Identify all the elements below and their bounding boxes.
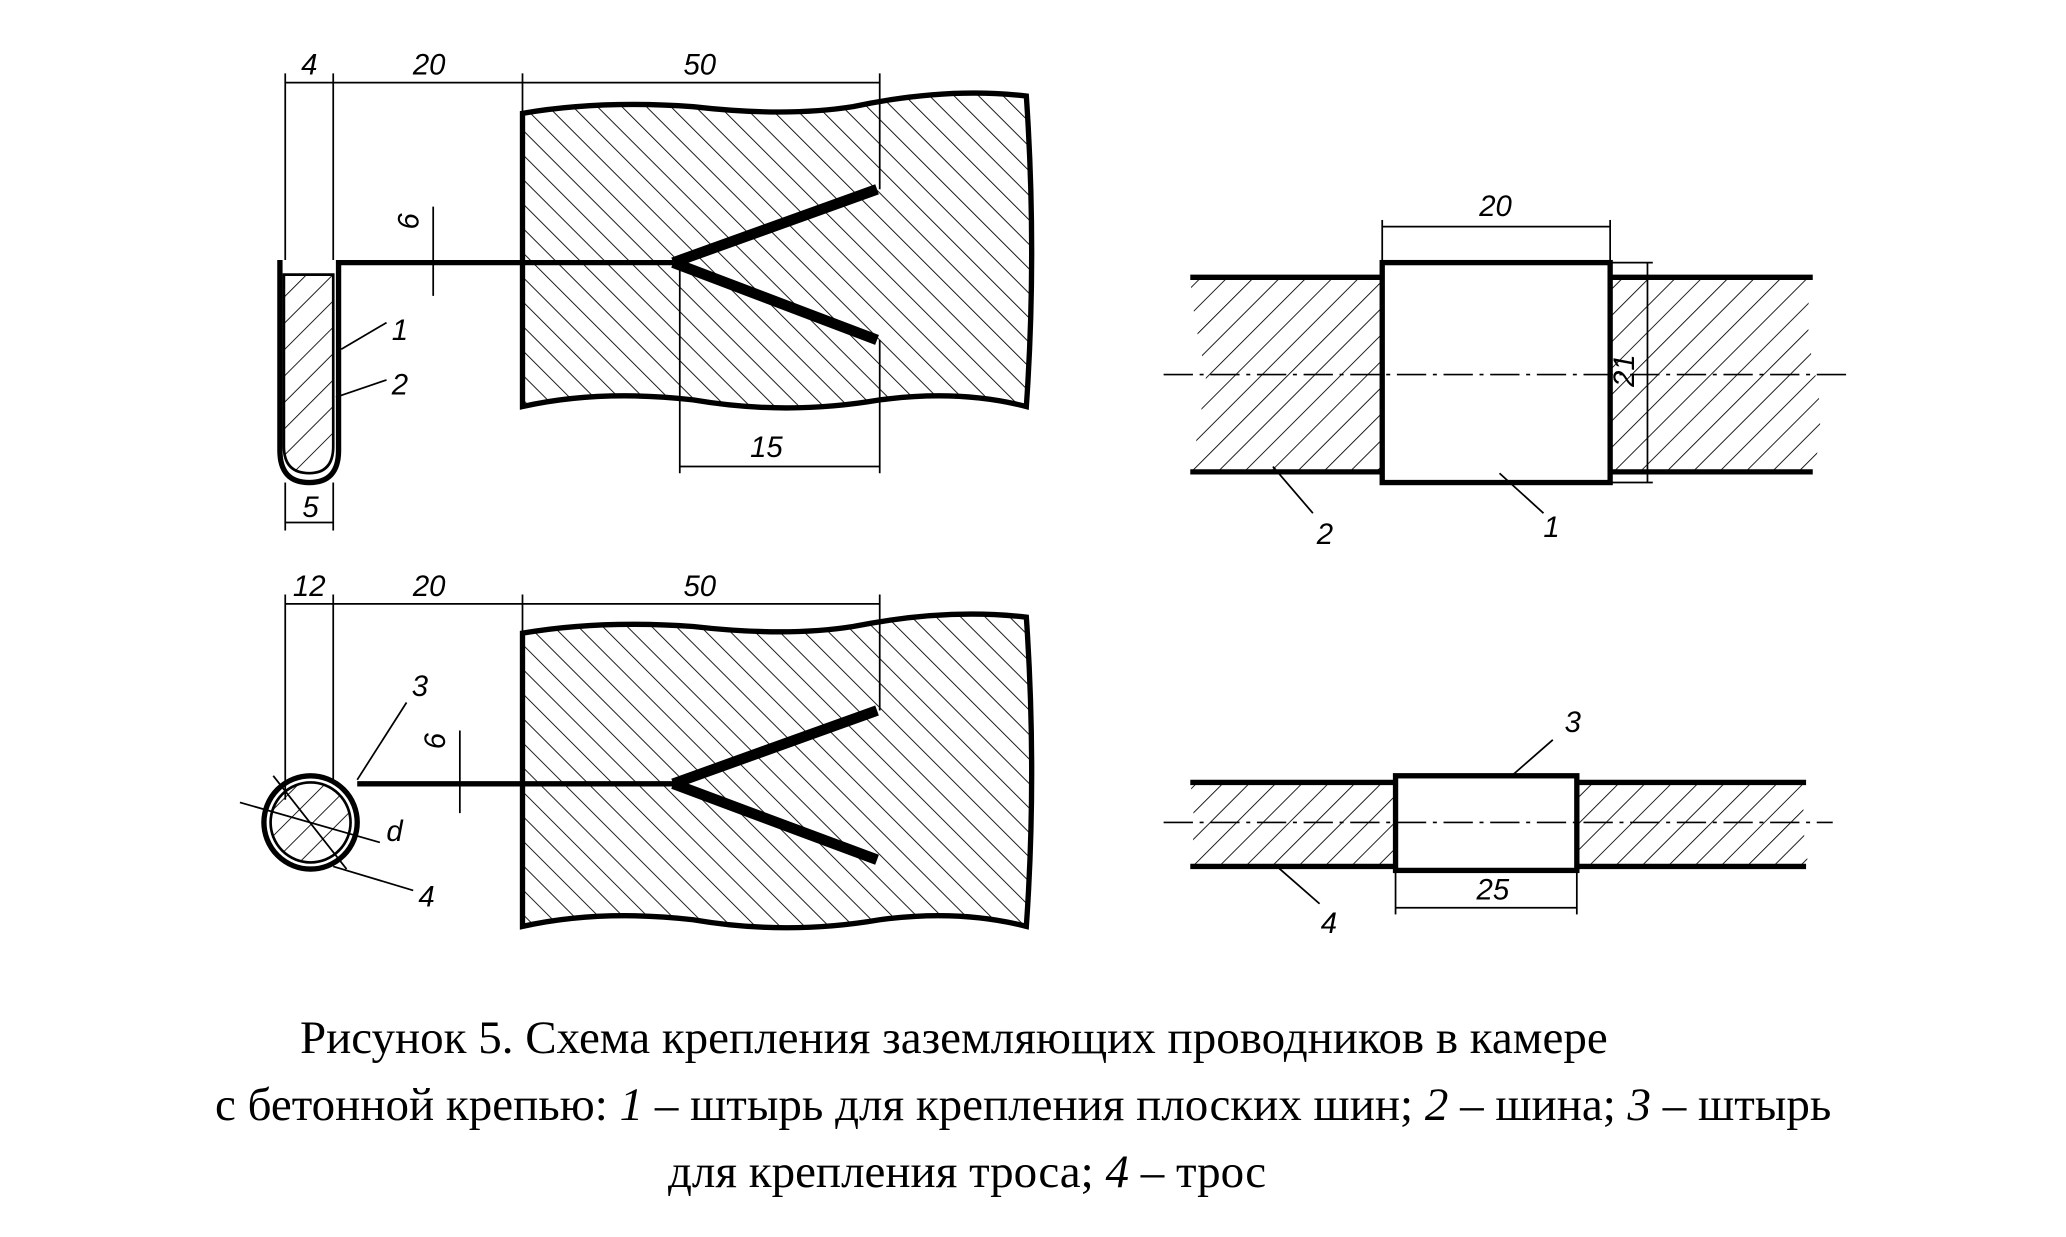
caption-text: – штырь [1651, 1079, 1832, 1131]
caption-text: с бетонной крепью: [215, 1079, 620, 1131]
callout-3: 3 [1565, 706, 1582, 739]
concrete-block [519, 611, 1035, 931]
dim-6: 6 [393, 212, 426, 229]
dim-12: 12 [293, 570, 326, 603]
callout-1: 1 [1543, 511, 1559, 544]
callout-2: 2 [391, 369, 408, 402]
callout-3: 3 [412, 670, 429, 703]
dim-50: 50 [683, 570, 716, 603]
caption-number: 1 [619, 1079, 644, 1131]
callout-1: 1 [392, 314, 408, 347]
caption-line-3: для крепления троса; 4 – трос [668, 1139, 1266, 1206]
callout-4: 4 [418, 880, 434, 913]
top-left-view: 4 20 50 6 15 5 1 2 [277, 49, 1035, 531]
caption-text: – штырь для крепления плоских шин; [643, 1079, 1425, 1131]
pin-anchor [671, 705, 879, 865]
dim-20: 20 [1478, 190, 1512, 223]
callout-4: 4 [1321, 907, 1337, 940]
bottom-right-view: 25 3 4 [1163, 706, 1833, 940]
dimension-lines [239, 594, 881, 892]
pin-1-section [1379, 259, 1613, 486]
bus-bar-hatched [282, 273, 335, 475]
caption-number: 3 [1627, 1079, 1652, 1131]
dim-20: 20 [412, 49, 446, 82]
top-right-view: 20 21 2 1 [1163, 190, 1853, 551]
caption-line-1: Рисунок 5. Схема крепления заземляющих п… [300, 1012, 1608, 1064]
dimension-lines [284, 73, 881, 531]
dim-6: 6 [419, 732, 452, 749]
dim-50: 50 [683, 49, 716, 82]
pin-anchor [671, 184, 879, 345]
dim-4: 4 [301, 49, 317, 82]
caption-number: 2 [1424, 1079, 1449, 1131]
bottom-left-view: 12 20 50 6 3 4 d [239, 570, 1035, 931]
diameter-label: d [386, 815, 404, 848]
dim-21: 21 [1608, 354, 1641, 388]
callout-2: 2 [1316, 518, 1333, 551]
pin-1 [277, 259, 674, 486]
dim-20: 20 [412, 570, 446, 603]
pin-3-loop [261, 773, 360, 872]
caption-text: – трос [1128, 1146, 1267, 1198]
caption-text: – шина; [1448, 1079, 1628, 1131]
caption-number: 4 [1105, 1146, 1129, 1198]
caption-text: для крепления троса; [668, 1146, 1106, 1198]
dim-5: 5 [302, 491, 319, 524]
concrete-block [519, 90, 1035, 411]
caption-line-2: с бетонной крепью: 1 – штырь для креплен… [215, 1072, 1831, 1139]
dim-15: 15 [750, 431, 783, 464]
dim-25: 25 [1476, 874, 1510, 907]
